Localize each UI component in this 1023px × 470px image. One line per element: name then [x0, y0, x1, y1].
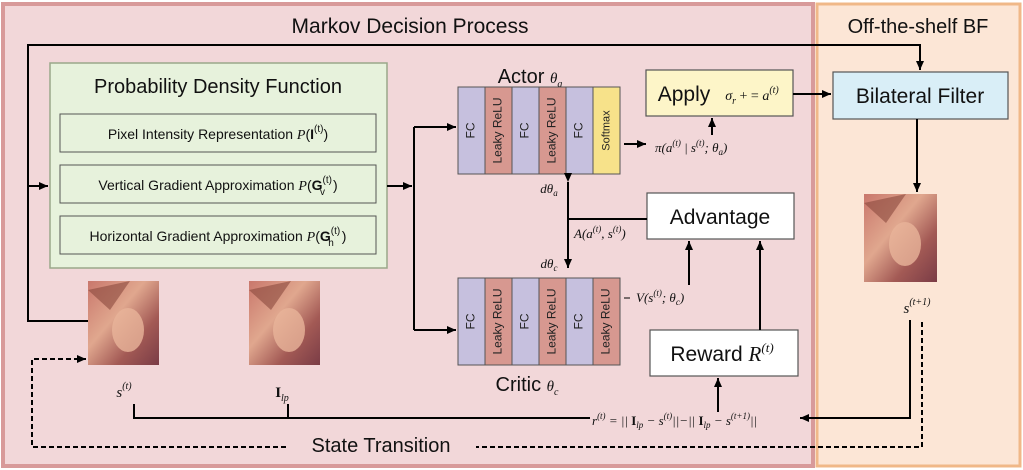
pdf-item-horizontal-text: Horizontal Gradient Approximation P(G(t)… — [90, 226, 347, 249]
pdf-title: Probability Density Function — [94, 76, 342, 98]
pdf-item-horizontal — [59, 215, 377, 255]
state-transition-bg — [286, 433, 476, 457]
actor-layer-5 — [592, 86, 621, 175]
critic-layer-label-1: Leaky ReLU — [491, 288, 505, 354]
advantage-fn-label: A(a(t), s(t)) — [573, 224, 626, 241]
pdf-item-vertical-text: Vertical Gradient Approximation P(G(t)v) — [98, 175, 337, 198]
actor-layer-3 — [538, 86, 567, 175]
critic-layer-label-4: FC — [572, 313, 586, 329]
line-state-to-rewardfn — [133, 404, 590, 419]
dash-transition-left — [31, 355, 286, 448]
reward-fn-label: r(t) = || Ilp − s(t)||−|| Ilp − s(t+1)|| — [592, 411, 757, 430]
apply-label: Apply — [658, 83, 711, 106]
critic-network: FC Leaky ReLU FC Leaky ReLU FC Leaky ReLU — [457, 277, 621, 366]
advantage-label: Advantage — [670, 206, 770, 229]
i-lp-label: Ilp — [275, 385, 289, 404]
actor-layer-label-5: Softmax — [600, 110, 612, 151]
advantage-box — [646, 192, 795, 240]
reward-label: Reward R(t) — [670, 340, 773, 366]
bilateral-filter-label: Bilateral Filter — [856, 85, 984, 108]
critic-layer-4 — [565, 277, 594, 366]
critic-layer-0 — [457, 277, 486, 366]
state-transition-label: State Transition — [312, 435, 451, 457]
actor-layer-label-1: Leaky ReLU — [491, 97, 505, 163]
critic-layer-label-2: FC — [518, 313, 532, 329]
dash-transition-right — [476, 322, 923, 448]
actor-layer-1 — [484, 86, 513, 175]
arrow-next-state-to-rewardfn — [800, 320, 911, 422]
value-fn-label: V(s(t); θc) — [636, 288, 684, 307]
actor-layer-label-3: Leaky ReLU — [545, 97, 559, 163]
actor-layer-4 — [565, 86, 594, 175]
reward-box — [649, 329, 799, 377]
state-image-next — [864, 194, 937, 282]
bf-title: Off-the-shelf BF — [848, 16, 989, 38]
critic-layer-5 — [592, 277, 621, 366]
arrow-state-to-bilateral — [27, 44, 924, 322]
bilateral-filter-box — [832, 71, 1009, 120]
d-theta-c-label: dθc — [541, 256, 558, 273]
actor-layer-label-4: FC — [572, 122, 586, 138]
actor-network: FC Leaky ReLU FC Leaky ReLU FC Softmax — [457, 86, 621, 175]
state-image-t — [88, 281, 159, 365]
pdf-item-intensity — [59, 113, 377, 153]
mdp-title: Markov Decision Process — [292, 15, 529, 38]
actor-layer-label-2: FC — [518, 122, 532, 138]
policy-label: π(a(t) | s(t); θa) — [655, 138, 727, 157]
critic-layer-3 — [538, 277, 567, 366]
actor-layer-2 — [511, 86, 540, 175]
critic-layer-label-0: FC — [464, 313, 478, 329]
pdf-item-intensity-text: Pixel Intensity Representation P(I(t)) — [108, 124, 328, 143]
critic-layer-label-3: Leaky ReLU — [545, 288, 559, 354]
actor-layer-label-0: FC — [464, 122, 478, 138]
pdf-item-vertical — [59, 164, 377, 204]
apply-formula: σr + = a(t) — [725, 85, 779, 107]
low-pass-image — [249, 281, 320, 365]
actor-layer-0 — [457, 86, 486, 175]
critic-layer-label-5: Leaky ReLU — [599, 288, 613, 354]
